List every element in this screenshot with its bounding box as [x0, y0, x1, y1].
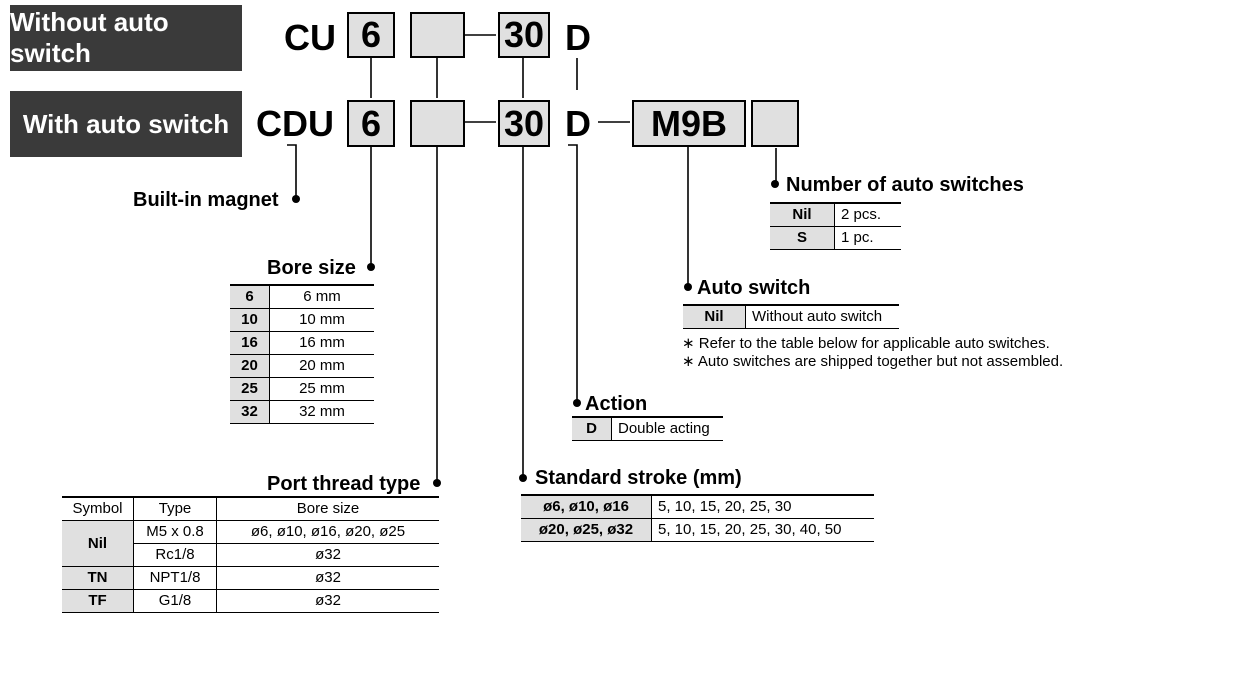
- column-header-type: Type: [133, 497, 217, 521]
- num-switches-dot: [771, 180, 779, 188]
- bore-code: 6: [230, 285, 270, 309]
- num-switches-desc: 1 pc.: [834, 226, 901, 250]
- action-code: D: [572, 417, 612, 441]
- port-thread-table: Symbol Type Bore size Nil M5 x 0.8 ø6, ø…: [62, 496, 439, 613]
- port-bore: ø6, ø10, ø16, ø20, ø25: [216, 520, 439, 544]
- port-symbol: Nil: [62, 520, 134, 567]
- stroke-values: 5, 10, 15, 20, 25, 30, 40, 50: [651, 518, 874, 542]
- table-row: Rc1/8 ø32: [62, 543, 439, 567]
- port-type: Rc1/8: [133, 543, 217, 567]
- stroke-dot: [519, 474, 527, 482]
- column-header-symbol: Symbol: [62, 497, 134, 521]
- table-row: TN NPT1/8 ø32: [62, 566, 439, 590]
- bore-value: 16 mm: [269, 331, 374, 355]
- prefix-cu: CU: [284, 17, 336, 58]
- port-type: NPT1/8: [133, 566, 217, 590]
- table-row: TF G1/8 ø32: [62, 589, 439, 613]
- stroke-bore: ø6, ø10, ø16: [521, 495, 652, 519]
- num-switches-desc: 2 pcs.: [834, 203, 901, 227]
- port-bore: ø32: [216, 543, 439, 567]
- built-in-magnet-label: Built-in magnet: [133, 189, 279, 211]
- port-type: M5 x 0.8: [133, 520, 217, 544]
- num-switches-code: Nil: [770, 203, 835, 227]
- bore-size-title: Bore size: [267, 257, 356, 279]
- bore-value: 25 mm: [269, 377, 374, 401]
- bore-value: 20 mm: [269, 354, 374, 378]
- action-dot: [573, 399, 581, 407]
- bore-value: 32 mm: [269, 400, 374, 424]
- auto-switch-dot: [684, 283, 692, 291]
- port-symbol: TF: [62, 589, 134, 613]
- auto-switch-note-2: ∗ Auto switches are shipped together but…: [682, 353, 1064, 370]
- auto-switch-title: Auto switch: [697, 277, 811, 299]
- stroke-code-box-top: 30: [498, 12, 550, 58]
- bore-code: 16: [230, 331, 270, 355]
- port-code-box-bottom: [410, 100, 465, 147]
- stroke-bore: ø20, ø25, ø32: [521, 518, 652, 542]
- built-in-magnet-dot: [292, 195, 300, 203]
- bore-value: 6 mm: [269, 285, 374, 309]
- port-thread-dot: [433, 479, 441, 487]
- action-code-top: D: [565, 17, 591, 58]
- switch-count-box: [751, 100, 799, 147]
- column-header-bore-size: Bore size: [216, 497, 439, 521]
- bore-code: 32: [230, 400, 270, 424]
- port-thread-title: Port thread type: [267, 473, 421, 495]
- table-row: Symbol Type Bore size: [62, 497, 439, 521]
- stroke-code-box-bottom: 30: [498, 100, 550, 147]
- switch-code-box: M9B: [632, 100, 746, 147]
- num-switches-code: S: [770, 226, 835, 250]
- table-row: Nil M5 x 0.8 ø6, ø10, ø16, ø20, ø25: [62, 520, 439, 567]
- with-auto-switch-label: With auto switch: [10, 91, 242, 157]
- action-desc: Double acting: [611, 417, 723, 441]
- bore-code-box-top: 6: [347, 12, 395, 58]
- port-code-box-top: [410, 12, 465, 58]
- stroke-title: Standard stroke (mm): [535, 467, 742, 489]
- bore-value: 10 mm: [269, 308, 374, 332]
- bore-code: 10: [230, 308, 270, 332]
- auto-switch-note-1: ∗ Refer to the table below for applicabl…: [682, 335, 1050, 352]
- auto-switch-desc: Without auto switch: [745, 305, 899, 329]
- prefix-cdu: CDU: [256, 103, 334, 144]
- without-auto-switch-label: Without auto switch: [10, 5, 242, 71]
- port-type: G1/8: [133, 589, 217, 613]
- auto-switch-code: Nil: [683, 305, 746, 329]
- bore-size-dot: [367, 263, 375, 271]
- port-bore: ø32: [216, 589, 439, 613]
- bore-code: 20: [230, 354, 270, 378]
- port-symbol: TN: [62, 566, 134, 590]
- bore-code-box-bottom: 6: [347, 100, 395, 147]
- action-code-bottom: D: [565, 103, 591, 144]
- bore-code: 25: [230, 377, 270, 401]
- action-title: Action: [585, 393, 648, 415]
- port-bore: ø32: [216, 566, 439, 590]
- stroke-values: 5, 10, 15, 20, 25, 30: [651, 495, 874, 519]
- num-switches-title: Number of auto switches: [786, 174, 1024, 196]
